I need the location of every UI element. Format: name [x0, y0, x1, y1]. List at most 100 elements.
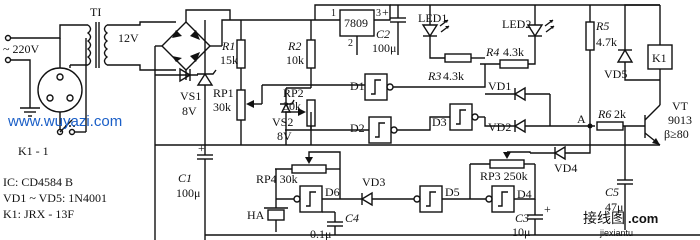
- logo-sub: jiexiantu: [599, 228, 633, 238]
- r2-value: 10k: [286, 53, 304, 67]
- d5-label: D5: [445, 185, 460, 199]
- c4-value: 0.1μ: [310, 227, 331, 240]
- c5-value: 47μ: [605, 200, 623, 214]
- diode-vd5: [616, 48, 634, 63]
- vt-part: 9013: [668, 113, 692, 127]
- regulator-pin1: 1: [331, 8, 336, 19]
- r1-name: R1: [221, 39, 235, 53]
- diode-vd1: [513, 86, 526, 102]
- secondary-voltage-label: 12V: [118, 31, 139, 45]
- led1: [421, 5, 450, 55]
- buzzer-ha: [264, 169, 288, 232]
- vd3-label: VD3: [362, 175, 385, 189]
- vd2-label: VD2: [488, 120, 511, 134]
- diode-vs1-side: [179, 67, 192, 83]
- capacitor-c1: [197, 145, 213, 240]
- regulator-pin3: 3: [376, 8, 381, 19]
- c2-plus: +: [382, 5, 389, 19]
- c1-plus: +: [198, 141, 205, 155]
- r5-name: R5: [595, 19, 609, 33]
- r3-value: 4.3k: [443, 69, 464, 83]
- d2-output-wire: [397, 116, 450, 131]
- c3-value: 10μ: [512, 225, 530, 239]
- resistor-r6: [596, 121, 624, 131]
- c3-name: C3: [515, 211, 529, 225]
- diode-note: VD1 ~ VD5: 1N4001: [3, 191, 107, 205]
- c5-name: C5: [605, 185, 619, 199]
- mains-wire-top: [10, 24, 88, 39]
- ic-note: IC: CD4584 B: [3, 175, 73, 189]
- vt-beta: β≥80: [664, 127, 689, 141]
- diode-vd3: [360, 191, 373, 207]
- mains-terminal-bottom: [4, 56, 12, 64]
- diode-vd4: [553, 145, 566, 161]
- gate-d2: [368, 116, 398, 144]
- relay-note: K1: JRX - 13F: [3, 207, 74, 221]
- positive-rail-left: [221, 19, 340, 46]
- relay-contact-k1-1: [56, 38, 87, 136]
- diode-vd2: [513, 118, 526, 134]
- c4-name: C4: [345, 211, 359, 225]
- gate-d1: [364, 73, 394, 101]
- led1-label: LED1: [418, 11, 447, 25]
- mains-terminal-top: [4, 34, 12, 42]
- bridge-rectifier: [155, 21, 222, 71]
- r4-name: R4: [485, 45, 499, 59]
- r2-name: R2: [287, 39, 301, 53]
- node-a-label: A: [577, 112, 586, 126]
- vd5-top-wire: [624, 4, 660, 50]
- gate-d3: [449, 103, 479, 131]
- c2-value: 100μ: [372, 41, 396, 55]
- d3-label: D3: [432, 115, 447, 129]
- logo-com: .com: [628, 211, 658, 226]
- d2-label: D2: [350, 121, 365, 135]
- zener-vs1: [196, 69, 217, 86]
- capacitor-c2: [390, 5, 406, 55]
- r4-value: 4.3k: [503, 45, 524, 59]
- potentiometer-rp3: [489, 159, 525, 169]
- r6-name: R6: [597, 107, 611, 121]
- potentiometer-rp1: [236, 89, 246, 121]
- c1-value: 100μ: [176, 186, 200, 200]
- zener-vs2: [280, 87, 311, 145]
- r6-value: 2k: [614, 107, 626, 121]
- ground-symbol: [20, 107, 40, 117]
- capacitor-c4: [322, 211, 343, 235]
- vs1-name: VS1: [180, 89, 201, 103]
- transformer-ti: [69, 22, 109, 68]
- vs2-name: VS2: [272, 115, 293, 129]
- d1-label: D1: [350, 79, 365, 93]
- led2: [526, 5, 555, 55]
- d1-output-wire: [393, 64, 486, 88]
- transistor-vt: [644, 100, 661, 146]
- resistor-r4: [499, 59, 529, 69]
- resistor-r1: [236, 39, 246, 69]
- gate-d6: [293, 185, 323, 213]
- vd5-label: VD5: [604, 67, 627, 81]
- regulator-label: 7809: [344, 16, 368, 30]
- gate-d4: [485, 185, 515, 213]
- secondary-wire-top: [107, 21, 176, 26]
- resistor-r3: [444, 53, 472, 63]
- mains-label: ~ 220V: [3, 42, 39, 56]
- watermark-logo: 接线图 .com jiexiantu: [583, 210, 658, 238]
- rp2-name: RP2: [283, 86, 304, 100]
- rp1-value: 30k: [213, 100, 231, 114]
- regulator-pin2: 2: [348, 38, 353, 49]
- d4-label: D4: [517, 187, 532, 201]
- rp1-name: RP1: [213, 86, 234, 100]
- transformer-label: TI: [90, 5, 101, 19]
- vs1-value: 8V: [182, 104, 197, 118]
- c1-name: C1: [178, 171, 192, 185]
- relay-label: K1: [652, 51, 667, 65]
- logo-text: 接线图: [583, 210, 625, 226]
- r3-name: R3: [427, 69, 441, 83]
- bridge-top-wire: [185, 9, 231, 22]
- mains-wire-bottom: [10, 59, 31, 85]
- rp2-value: 30k: [283, 99, 301, 113]
- capacitor-c5: [617, 126, 633, 230]
- d6-label: D6: [325, 185, 340, 199]
- r1-value: 15k: [220, 53, 238, 67]
- rp3-label: RP3 250k: [480, 169, 528, 183]
